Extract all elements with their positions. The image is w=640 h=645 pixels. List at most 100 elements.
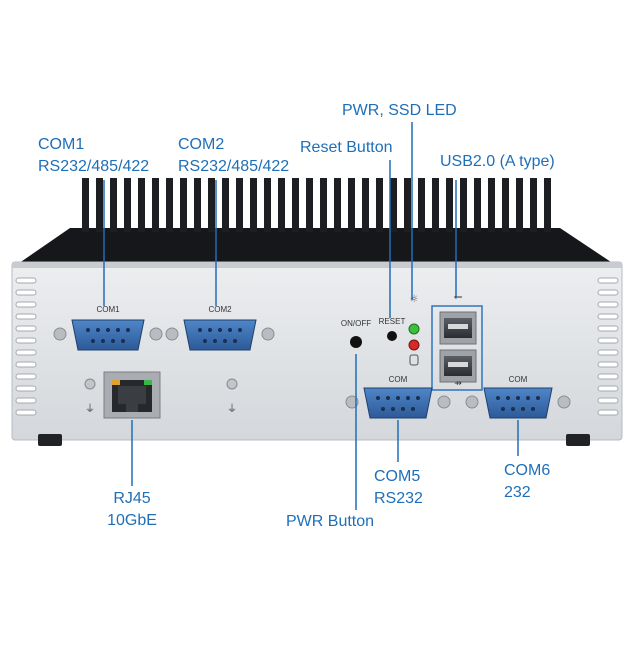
- vent-slot: [15, 325, 37, 332]
- ground-screw-right: ⏚: [226, 378, 238, 415]
- vent-slot: [15, 361, 37, 368]
- com5-label-line1: COM5: [374, 468, 421, 485]
- pwr-ssd-led-label: PWR, SSD LED: [342, 102, 457, 119]
- power-button: [350, 336, 362, 348]
- connector-pin: [411, 407, 415, 411]
- com5-connector: COM: [345, 375, 451, 419]
- connector-pin: [391, 407, 395, 411]
- svg-text:⏚: ⏚: [227, 403, 237, 415]
- heatsink-fin: [194, 178, 201, 232]
- connector-pin: [233, 339, 237, 343]
- heatsink-fin: [488, 178, 495, 232]
- heatsink-fin: [376, 178, 383, 232]
- heatsink-fin: [222, 178, 229, 232]
- connector-pin: [516, 396, 520, 400]
- ground-screw-left: ⏚: [84, 378, 96, 415]
- foot-left: [38, 434, 62, 446]
- heatsink-fin: [166, 178, 173, 232]
- vent-slot: [15, 397, 37, 404]
- power-led: [408, 323, 420, 335]
- heatsink-fin: [320, 178, 327, 232]
- com5-label-line2: RS232: [374, 490, 423, 507]
- com1-label-line2: RS232/485/422: [38, 158, 150, 175]
- rj45-label-line2: 10GbE: [107, 512, 157, 529]
- connector-pin: [96, 328, 100, 332]
- reset-button-label: Reset Button: [300, 139, 393, 156]
- heatsink-fin: [96, 178, 103, 232]
- connector-pin: [116, 328, 120, 332]
- vent-slot: [597, 409, 619, 416]
- connector-pin: [238, 328, 242, 332]
- vent-slot: [597, 385, 619, 392]
- vent-slot: [15, 337, 37, 344]
- heatsink-fin: [138, 178, 145, 232]
- connector-pin: [101, 339, 105, 343]
- connector-pin: [106, 328, 110, 332]
- com1-connector: COM1: [53, 305, 163, 351]
- com5-silkscreen: COM: [389, 375, 408, 384]
- vent-slot: [597, 373, 619, 380]
- ssd-led: [408, 339, 420, 351]
- connector-pin: [511, 407, 515, 411]
- heatsink-fin: [292, 178, 299, 232]
- heatsink-fin: [502, 178, 509, 232]
- vent-slot: [15, 385, 37, 392]
- heatsink-fin: [250, 178, 257, 232]
- onoff-silkscreen: ON/OFF: [341, 319, 371, 328]
- com1-label-line1: COM1: [38, 136, 85, 153]
- connector-pin: [228, 328, 232, 332]
- heatsink-fin: [124, 178, 131, 232]
- connector-pin: [536, 396, 540, 400]
- connector-pin: [381, 407, 385, 411]
- vent-slot: [597, 325, 619, 332]
- vent-slot: [15, 409, 37, 416]
- connector-pin: [406, 396, 410, 400]
- connector-pin: [506, 396, 510, 400]
- connector-pin: [223, 339, 227, 343]
- vent-slot: [15, 373, 37, 380]
- rj45-label: RJ45 10GbE: [94, 488, 170, 532]
- usb-icon-lower: ⇸: [454, 379, 462, 389]
- connector-pin: [91, 339, 95, 343]
- heatsink-fin: [82, 178, 89, 232]
- heatsink-fin: [334, 178, 341, 232]
- disk-icon: [409, 354, 419, 366]
- vent-slot: [597, 349, 619, 356]
- com1-label: COM1 RS232/485/422: [38, 134, 149, 178]
- connector-pin: [376, 396, 380, 400]
- connector-pin: [521, 407, 525, 411]
- vent-slot: [597, 277, 619, 284]
- heatsink-fin: [390, 178, 397, 232]
- reset-silkscreen: RESET: [379, 317, 406, 326]
- com2-silkscreen: COM2: [208, 305, 232, 314]
- connector-pin: [121, 339, 125, 343]
- com6-silkscreen: COM: [509, 375, 528, 384]
- foot-right: [566, 434, 590, 446]
- status-leds: ☼: [408, 294, 420, 366]
- heatsink-fin: [264, 178, 271, 232]
- heatsink-fin: [152, 178, 159, 232]
- com5-label: COM5 RS232: [374, 466, 423, 510]
- chassis-top-edge: [12, 262, 622, 268]
- com6-label-line2: 232: [504, 484, 531, 501]
- heatsink: [12, 178, 620, 268]
- heatsink-fin: [432, 178, 439, 232]
- vent-slot: [597, 337, 619, 344]
- heatsink-fin: [460, 178, 467, 232]
- heatsink-fin: [236, 178, 243, 232]
- reset-button: [387, 331, 397, 341]
- side-vents: [15, 277, 619, 416]
- connector-pin: [496, 396, 500, 400]
- heatsink-fin: [544, 178, 551, 232]
- connector-pin: [526, 396, 530, 400]
- heatsink-fin: [530, 178, 537, 232]
- callout-lines: [103, 122, 519, 510]
- heatsink-fin: [418, 178, 425, 232]
- com2-connector: COM2: [165, 305, 275, 351]
- heatsink-fin: [404, 178, 411, 232]
- connector-pin: [386, 396, 390, 400]
- heatsink-fin: [110, 178, 117, 232]
- vent-slot: [597, 397, 619, 404]
- com1-silkscreen: COM1: [96, 305, 120, 314]
